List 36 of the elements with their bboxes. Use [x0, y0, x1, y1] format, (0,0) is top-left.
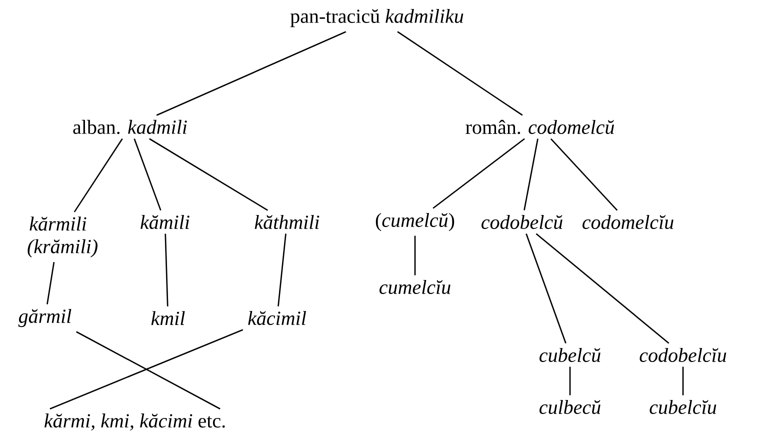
tree-line	[156, 31, 346, 116]
word-label: kăcimil	[248, 310, 306, 326]
tree-line	[76, 331, 220, 410]
tree-line	[397, 31, 523, 116]
word-label: kărmili (krămili)	[28, 216, 98, 258]
word-label: alban. kadmili	[73, 120, 187, 134]
tree-line	[569, 366, 571, 396]
word-label: cubelcĭu	[650, 400, 716, 414]
tree-line	[164, 234, 168, 306]
word-label: român. codomelcŭ	[466, 120, 614, 134]
word-label: kărmi, kmi, kăcimi etc.	[44, 414, 225, 430]
word-label: culbecŭ	[540, 400, 600, 414]
word-label: pan-tracicŭ kadmiliku	[290, 8, 464, 28]
word-label: cubelcŭ	[540, 348, 600, 362]
tree-line	[550, 138, 618, 211]
word-label: kămili	[140, 214, 190, 230]
word-label: codobelcŭ	[482, 214, 562, 230]
word-label: codomelcĭu	[582, 214, 674, 230]
tree-line	[46, 262, 55, 304]
tree-line	[74, 138, 123, 212]
tree-line	[526, 234, 566, 344]
word-label: cumelcĭu	[380, 280, 450, 294]
tree-line	[414, 236, 416, 276]
tree-line	[134, 138, 162, 211]
tree-line	[278, 234, 286, 306]
word-label: (cumelcŭ)	[376, 212, 454, 232]
tree-line	[536, 233, 670, 344]
tree-line	[149, 138, 268, 211]
tree-line	[432, 138, 525, 209]
tree-line	[524, 138, 538, 210]
word-label: kăthmili	[254, 214, 320, 230]
word-label: kmil	[151, 311, 185, 325]
tree-line	[50, 329, 244, 410]
tree-line	[682, 366, 684, 396]
word-label: codobelcĭu	[640, 348, 726, 362]
word-label: gărmil	[18, 308, 72, 328]
